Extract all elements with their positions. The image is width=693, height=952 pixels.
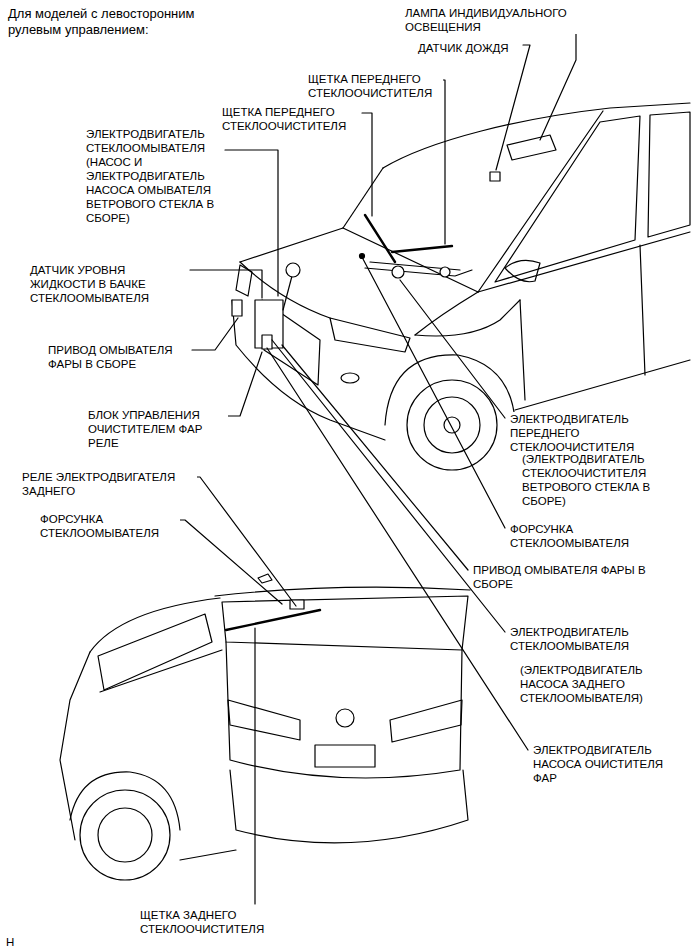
part-label-holder: ПРИВОД ОМЫВАТЕЛЯ ФАРЫ В СБОРЕ bbox=[473, 563, 663, 592]
part-label-holder: ЭЛЕКТРОДВИГАТЕЛЬ ПЕРЕДНЕГО СТЕКЛООЧИСТИТ… bbox=[510, 412, 655, 455]
part-label: ЭЛЕКТРОДВИГАТЕЛЬ ПЕРЕДНЕГО СТЕКЛООЧИСТИТ… bbox=[510, 412, 655, 454]
part-label: ПРИВОД ОМЫВАТЕЛЯ ФАРЫ В СБОРЕ bbox=[473, 563, 663, 591]
part-label: БЛОК УПРАВЛЕНИЯ ОЧИСТИТЕЛЕМ ФАР РЕЛЕ bbox=[88, 408, 228, 450]
part-label: ЭЛЕКТРОДВИГАТЕЛЬ СТЕКЛООМЫВАТЕЛЯ bbox=[510, 625, 655, 653]
part-label-holder: ЩЕТКА ЗАДНЕГО СТЕКЛООЧИСТИТЕЛЯ bbox=[140, 908, 280, 937]
part-label: ЩЕТКА ПЕРЕДНЕГО СТЕКЛООЧИСТИТЕЛЯ bbox=[308, 72, 443, 100]
part-label: ЭЛЕКТРОДВИГАТЕЛЬ НАСОСА ОЧИСТИТЕЛЯ ФАР bbox=[533, 743, 683, 785]
part-label: РЕЛЕ ЭЛЕКТРОДВИГАТЕЛЯ ЗАДНЕГО bbox=[22, 470, 197, 498]
part-label: ДАТЧИК ДОЖДЯ bbox=[418, 41, 509, 55]
figure-code: H bbox=[6, 935, 14, 949]
part-label: ПРИВОД ОМЫВАТЕЛЯ ФАРЫ В СБОРЕ bbox=[48, 343, 188, 371]
part-label-holder: ФОРСУНКА СТЕКЛООМЫВАТЕЛЯ bbox=[510, 522, 655, 551]
part-label: ЩЕТКА ПЕРЕДНЕГО СТЕКЛООЧИСТИТЕЛЯ bbox=[222, 105, 357, 133]
part-label-holder: ЩЕТКА ПЕРЕДНЕГО СТЕКЛООЧИСТИТЕЛЯ bbox=[308, 72, 443, 101]
figure-code-holder: H bbox=[6, 932, 26, 950]
part-label: ЛАМПА ИНДИВИДУАЛЬНОГО ОСВЕЩЕНИЯ bbox=[405, 6, 580, 34]
part-label-holder: ЩЕТКА ПЕРЕДНЕГО СТЕКЛООЧИСТИТЕЛЯ bbox=[222, 105, 357, 134]
part-label-holder: БЛОК УПРАВЛЕНИЯ ОЧИСТИТЕЛЕМ ФАР РЕЛЕ bbox=[88, 408, 228, 451]
part-label-holder: ЛАМПА ИНДИВИДУАЛЬНОГО ОСВЕЩЕНИЯ bbox=[405, 6, 580, 35]
part-label-holder: (ЭЛЕКТРОДВИГАТЕЛЬ СТЕКЛООЧИСТИТЕЛЯ ВЕТРО… bbox=[522, 452, 672, 509]
part-label: ЭЛЕКТРОДВИГАТЕЛЬ СТЕКЛООМЫВАТЕЛЯ (НАСОС … bbox=[86, 127, 218, 225]
part-label-holder: ЭЛЕКТРОДВИГАТЕЛЬ СТЕКЛООМЫВАТЕЛЯ (НАСОС … bbox=[86, 127, 218, 226]
part-label-holder: ЭЛЕКТРОДВИГАТЕЛЬ СТЕКЛООМЫВАТЕЛЯ bbox=[510, 625, 655, 654]
diagram-title-holder: Для моделей с левосторонним рулевым упра… bbox=[8, 6, 238, 38]
diagram-title: Для моделей с левосторонним рулевым упра… bbox=[8, 6, 238, 38]
part-label: ЩЕТКА ЗАДНЕГО СТЕКЛООЧИСТИТЕЛЯ bbox=[140, 908, 280, 936]
part-label-holder: ФОРСУНКА СТЕКЛООМЫВАТЕЛЯ bbox=[40, 512, 180, 541]
part-label: ФОРСУНКА СТЕКЛООМЫВАТЕЛЯ bbox=[510, 522, 655, 550]
part-label: (ЭЛЕКТРОДВИГАТЕЛЬ СТЕКЛООЧИСТИТЕЛЯ ВЕТРО… bbox=[522, 452, 672, 508]
part-label: (ЭЛЕКТРОДВИГАТЕЛЬ НАСОСА ЗАДНЕГО СТЕКЛОО… bbox=[520, 663, 675, 705]
part-label-holder: РЕЛЕ ЭЛЕКТРОДВИГАТЕЛЯ ЗАДНЕГО bbox=[22, 470, 197, 499]
part-label-holder: ДАТЧИК УРОВНЯ ЖИДКОСТИ В БАЧКЕ СТЕКЛООМЫ… bbox=[30, 263, 180, 306]
part-label-holder: ЭЛЕКТРОДВИГАТЕЛЬ НАСОСА ОЧИСТИТЕЛЯ ФАР bbox=[533, 743, 683, 786]
part-label: ФОРСУНКА СТЕКЛООМЫВАТЕЛЯ bbox=[40, 512, 180, 540]
part-label-holder: ДАТЧИК ДОЖДЯ bbox=[418, 38, 538, 56]
part-label-holder: (ЭЛЕКТРОДВИГАТЕЛЬ НАСОСА ЗАДНЕГО СТЕКЛОО… bbox=[520, 663, 675, 706]
part-label-holder: ПРИВОД ОМЫВАТЕЛЯ ФАРЫ В СБОРЕ bbox=[48, 343, 188, 372]
part-label: ДАТЧИК УРОВНЯ ЖИДКОСТИ В БАЧКЕ СТЕКЛООМЫ… bbox=[30, 263, 180, 305]
